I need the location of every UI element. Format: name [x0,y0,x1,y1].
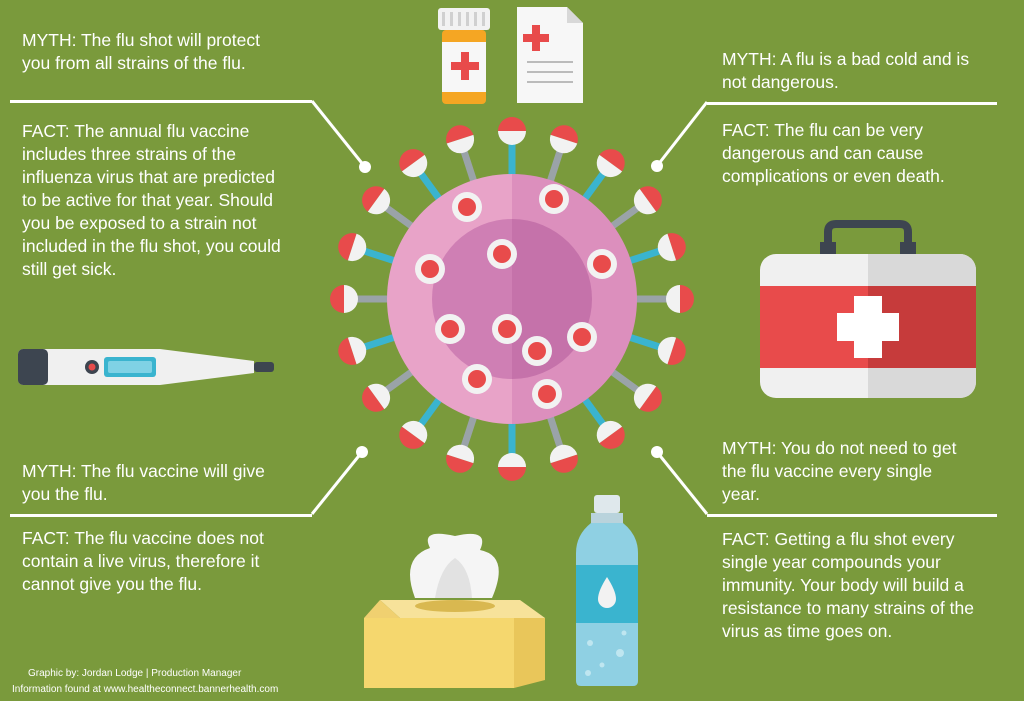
virus-spike-head [362,383,391,412]
virus-dot-center [498,320,516,338]
virus-dot-center [573,328,591,346]
right-bottom-fact: FACT: Getting a flu shot every single ye… [722,529,974,641]
virus-spike-head [596,149,625,178]
virus-spike-head [338,233,367,262]
graphic-credit: Graphic by: Jordan Lodge | Production Ma… [28,668,242,679]
left-top-fact: FACT: The annual flu vaccine includes th… [22,121,281,279]
virus-spike-head [633,383,662,412]
virus-dot-center [468,370,486,388]
first-aid-kit-icon [760,220,976,398]
virus-dot-center [538,385,556,403]
virus-spike-head [338,336,367,365]
right-top-myth: MYTH: A flu is a bad cold and is not dan… [722,49,970,92]
right-bottom-myth: MYTH: You do not need to get the flu vac… [722,438,957,504]
prescription-icon [517,7,583,103]
thermometer-icon [18,349,274,385]
virus-spike-head [596,420,625,449]
virus-icon [330,117,694,481]
virus-spike-head [666,285,694,313]
virus-dot-center [528,342,546,360]
virus-dot-center [545,190,563,208]
virus-dot-center [441,320,459,338]
virus-dot-center [593,255,611,273]
virus-spike-head [446,125,475,154]
left-top-divider [10,100,312,103]
virus-spike-head [657,233,686,262]
pill-bottle-icon [438,8,490,104]
left-bottom-fact: FACT: The flu vaccine does not contain a… [22,528,264,594]
left-bottom-myth: MYTH: The flu vaccine will give you the … [22,461,265,504]
left-bottom-divider [10,514,312,517]
virus-spike-head [446,444,475,473]
right-top-fact: FACT: The flu can be very dangerous and … [722,120,945,186]
virus-spike-head [362,186,391,215]
virus-spike-head [633,186,662,215]
virus-spike-head [549,444,578,473]
right-bottom-divider [707,514,997,517]
virus-spike-head [399,149,428,178]
right-top-divider [707,102,997,105]
virus-spike-head [657,336,686,365]
virus-spike-head [498,117,526,145]
virus-spike-head [399,420,428,449]
virus-spike-head [549,125,578,154]
tissue-box-icon [364,533,545,688]
virus-dot-center [458,198,476,216]
virus-dot-center [493,245,511,263]
virus-spike-head [498,453,526,481]
virus-spike-head [330,285,358,313]
left-top-myth: MYTH: The flu shot will protect you from… [22,30,260,73]
water-bottle-icon [576,495,638,686]
virus-dot-center [421,260,439,278]
source-credit: Information found at www.healtheconnect.… [12,684,279,695]
